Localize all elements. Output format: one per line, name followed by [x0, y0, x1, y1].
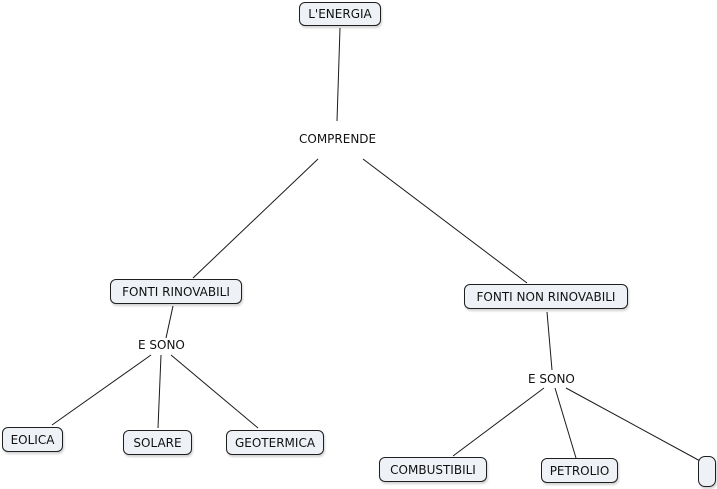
- link-label-renewable-esono: E SONO: [138, 338, 185, 352]
- node-non-renewable[interactable]: FONTI NON RINOVABILI: [464, 284, 628, 309]
- node-geotermica-label: GEOTERMICA: [234, 435, 316, 450]
- connector-root-comprende: [336, 27, 341, 122]
- node-solare-label: SOLARE: [133, 435, 182, 450]
- node-petrolio[interactable]: PETROLIO: [541, 458, 618, 483]
- node-root[interactable]: L'ENERGIA: [299, 2, 381, 26]
- node-solare[interactable]: SOLARE: [123, 430, 192, 455]
- connector-esono-eolica: [51, 354, 152, 426]
- connector-esono-combustibili: [452, 387, 545, 457]
- node-non-renewable-label: FONTI NON RINOVABILI: [476, 289, 616, 304]
- node-eolica[interactable]: EOLICA: [2, 427, 63, 452]
- connector-comprende-nonrenewable: [362, 158, 528, 284]
- link-label-nonrenewable-esono: E SONO: [528, 372, 575, 386]
- connector-comprende-renewable: [192, 158, 319, 279]
- connector-esono-empty: [565, 387, 703, 463]
- node-eolica-label: EOLICA: [10, 432, 55, 447]
- connector-renewable-esono: [165, 305, 174, 339]
- connector-esono-geotermica: [170, 354, 259, 429]
- node-petrolio-label: PETROLIO: [549, 463, 610, 478]
- node-combustibili-label: COMBUSTIBILI: [390, 462, 476, 477]
- node-root-label: L'ENERGIA: [308, 7, 372, 21]
- node-renewable[interactable]: FONTI RINOVABILI: [110, 279, 242, 304]
- connector-nonrenewable-esono: [546, 311, 553, 371]
- connector-esono-petrolio: [554, 387, 577, 459]
- node-combustibili[interactable]: COMBUSTIBILI: [379, 457, 487, 482]
- connector-esono-solare: [157, 354, 162, 429]
- node-empty[interactable]: [698, 456, 716, 487]
- node-renewable-label: FONTI RINOVABILI: [122, 284, 230, 299]
- link-label-comprende: COMPRENDE: [299, 132, 377, 146]
- node-geotermica[interactable]: GEOTERMICA: [226, 430, 324, 455]
